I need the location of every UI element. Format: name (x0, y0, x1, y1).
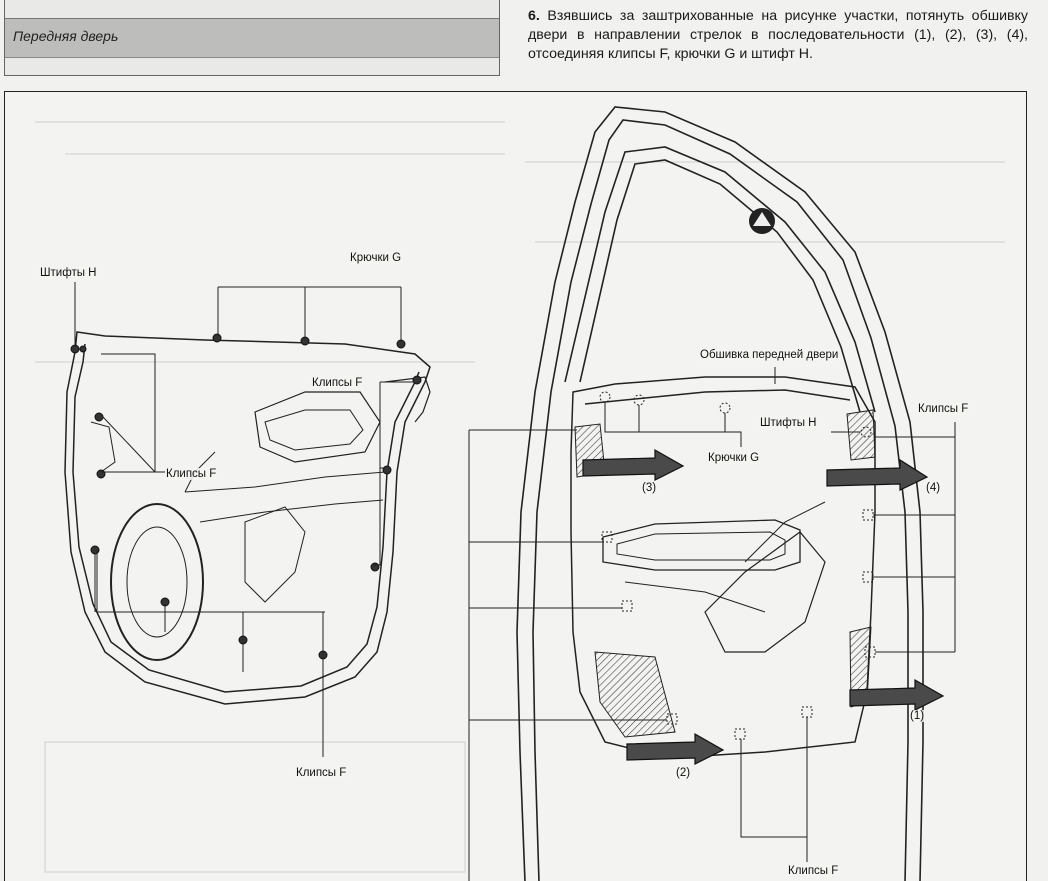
sequence-label-3: (3) (641, 482, 658, 494)
previous-figure-frame: Передняя дверь (4, 0, 500, 76)
left-clip-markers (70, 333, 422, 660)
sequence-label-2: (2) (675, 767, 692, 779)
door-trim-figure: Штифты H Крючки G Клипсы F Клипсы F Клип… (4, 91, 1027, 881)
arrow-4 (826, 458, 929, 491)
right-label-trim: Обшивка передней двери (699, 349, 840, 361)
left-label-pins-h: Штифты H (39, 267, 98, 279)
step-number: 6. (528, 8, 540, 24)
right-door-trim (570, 376, 876, 758)
arrow-3 (582, 448, 685, 481)
left-label-clips-f-mid: Клипсы F (165, 468, 218, 480)
brand-logo (749, 208, 775, 234)
caption-bar: Передняя дверь (5, 18, 499, 58)
right-label-pins-h: Штифты H (759, 417, 818, 429)
caption-front-door: Передняя дверь (13, 28, 119, 44)
right-leader-lines (468, 367, 956, 881)
right-door-frame (516, 106, 924, 881)
step-instruction: 6. Взявшись за заштрихованные на рисунке… (528, 7, 1028, 64)
arrow-2 (626, 732, 725, 765)
right-clip-markers (599, 391, 876, 740)
left-label-clips-f-top: Клипсы F (311, 377, 364, 389)
right-label-hooks-g: Крючки G (707, 452, 761, 464)
left-leader-lines (74, 282, 415, 757)
step-text: Взявшись за заштрихованные на рисунке уч… (528, 8, 1028, 62)
right-label-clips-f-top: Клипсы F (917, 403, 970, 415)
background-bleed (35, 121, 1005, 873)
arrow-1 (849, 678, 945, 711)
hatched-grip-areas (574, 409, 876, 738)
sequence-label-4: (4) (925, 482, 942, 494)
sequence-label-1: (1) (909, 710, 926, 722)
left-label-hooks-g: Крючки G (349, 252, 403, 264)
figure-drawing (35, 106, 1005, 881)
left-door-panel (64, 331, 431, 705)
left-label-clips-f-bottom: Клипсы F (295, 767, 348, 779)
pull-arrows (582, 448, 945, 765)
right-label-clips-f-bottom: Клипсы F (787, 865, 840, 877)
